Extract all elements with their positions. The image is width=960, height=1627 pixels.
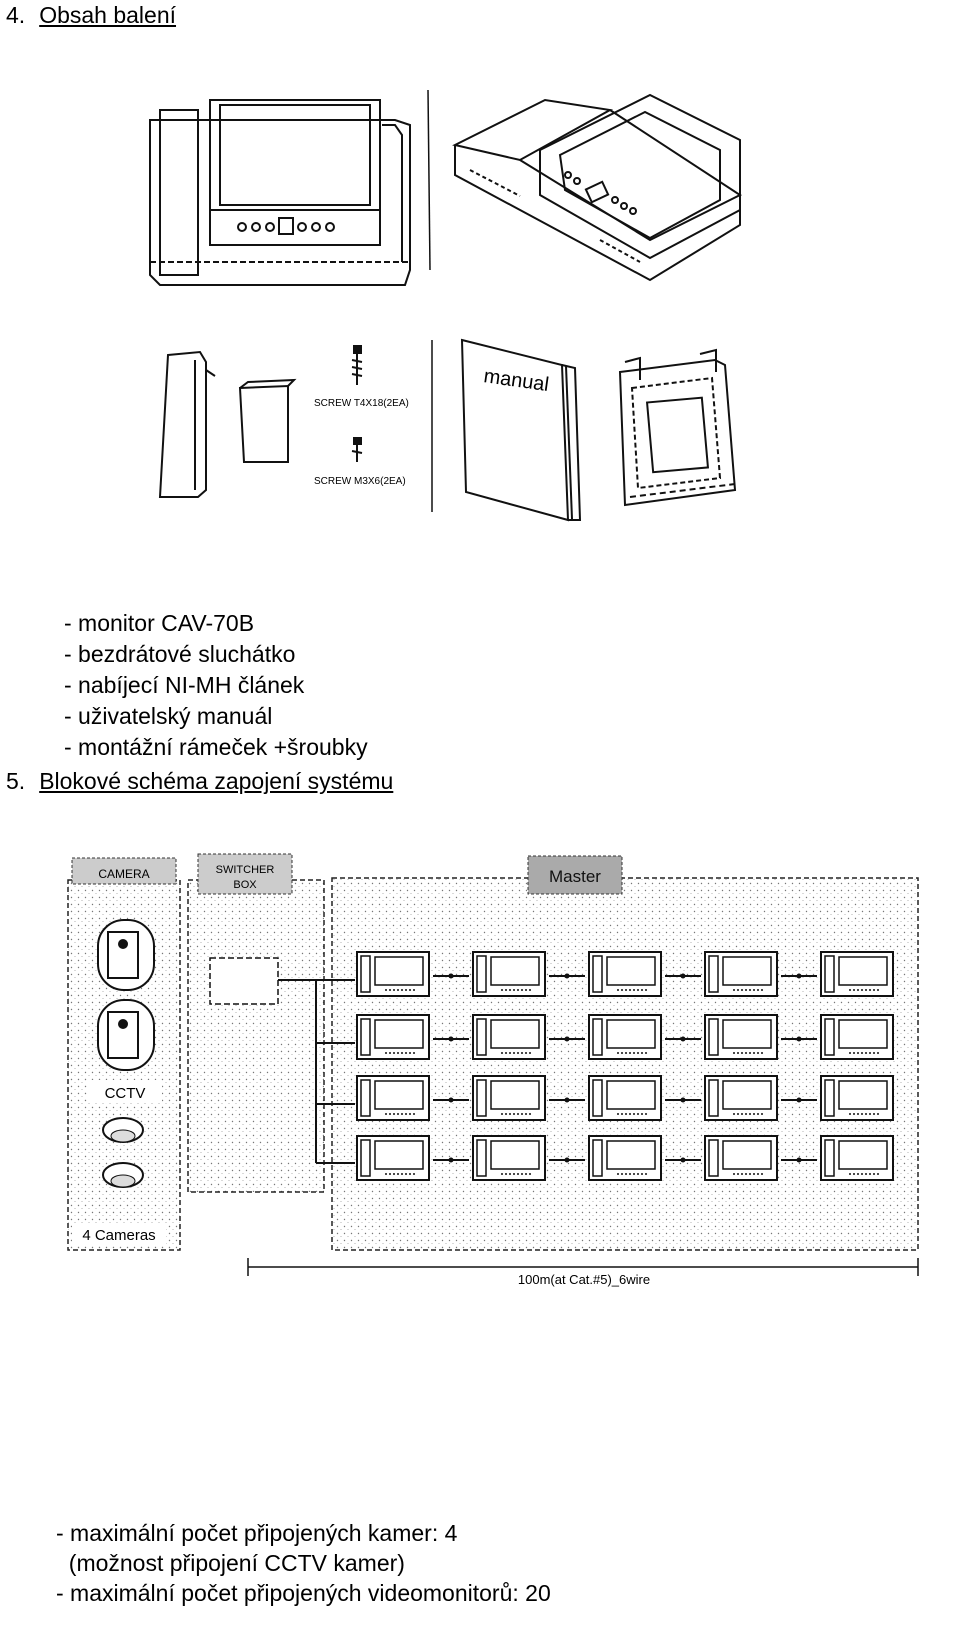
screw-t4x18-label: SCREW T4X18(2EA) <box>314 398 409 409</box>
connection-node <box>796 1157 802 1163</box>
user-manual-image <box>460 338 582 522</box>
system-block-diagram: CAMERA CCTV 4 Cameras SWITCHER BOX Maste… <box>67 853 919 1287</box>
section-5-title: Blokové schéma zapojení systému <box>39 768 394 794</box>
section-5-number: 5. <box>6 768 26 794</box>
video-monitor-icon <box>588 951 662 997</box>
system-notes: - maximální počet připojených kamer: 4 (… <box>56 1518 551 1608</box>
distance-scale <box>247 1258 919 1276</box>
monitor-front-view <box>149 89 431 286</box>
manual-cover-text: manual <box>482 365 550 396</box>
camera-label: CAMERA <box>98 867 149 881</box>
connection-node <box>564 1157 570 1163</box>
video-monitor-icon <box>472 1014 546 1060</box>
video-monitor-icon <box>588 1075 662 1121</box>
video-monitor-icon <box>820 951 894 997</box>
connection-node <box>796 1036 802 1042</box>
list-item: - nabíjecí NI-MH článek <box>64 672 305 698</box>
video-monitor-icon <box>588 1014 662 1060</box>
section-4-heading: 4. Obsah balení <box>6 2 176 29</box>
video-monitor-icon <box>704 1135 778 1181</box>
connection-node <box>448 1097 454 1103</box>
video-monitor-icon <box>356 1135 430 1181</box>
connection-node <box>796 1097 802 1103</box>
connection-node <box>680 1036 686 1042</box>
video-monitor-icon <box>356 1014 430 1060</box>
battery-image <box>238 378 297 463</box>
video-monitor-icon <box>704 951 778 997</box>
switcher-label-line2: BOX <box>233 879 257 891</box>
section-4-number: 4. <box>6 2 26 28</box>
cameras-count-label: 4 Cameras <box>82 1227 155 1244</box>
connection-node <box>680 1097 686 1103</box>
handset-image <box>158 350 216 498</box>
section-4-title: Obsah balení <box>39 2 177 28</box>
package-contents-list: - monitor CAV-70B - bezdrátové sluchátko… <box>64 608 368 763</box>
video-monitor-icon <box>704 1014 778 1060</box>
section-5-heading: 5. Blokové schéma zapojení systému <box>6 768 393 795</box>
video-monitor-icon <box>820 1014 894 1060</box>
list-item: - montážní rámeček +šroubky <box>64 734 368 760</box>
connection-node <box>448 1036 454 1042</box>
connection-node <box>448 1157 454 1163</box>
switcher-box-panel: SWITCHER BOX <box>187 853 325 1193</box>
note-item: - maximální počet připojených kamer: 4 <box>56 1520 458 1546</box>
connection-node <box>796 973 802 979</box>
video-monitor-icon <box>472 1075 546 1121</box>
connection-node <box>448 973 454 979</box>
connection-node <box>564 973 570 979</box>
wiring-lines <box>278 979 355 1164</box>
switcher-label-line1: SWITCHER <box>216 864 275 876</box>
list-item: - monitor CAV-70B <box>64 610 255 636</box>
video-monitor-icon <box>820 1135 894 1181</box>
screw-m3x6-image <box>351 437 363 462</box>
monitor-desk-view <box>452 93 743 282</box>
list-item: - uživatelský manuál <box>64 703 273 729</box>
connection-node <box>680 1157 686 1163</box>
list-item: - bezdrátové sluchátko <box>64 641 296 667</box>
monitor-grid <box>356 951 894 1181</box>
note-item: - maximální počet připojených videomonit… <box>56 1580 551 1606</box>
mounting-bracket-image <box>618 348 737 507</box>
connection-node <box>564 1036 570 1042</box>
connection-node <box>680 973 686 979</box>
master-panel: Master <box>331 855 919 1251</box>
video-monitor-icon <box>472 951 546 997</box>
screw-m3x6-label: SCREW M3X6(2EA) <box>314 476 406 487</box>
video-monitor-icon <box>588 1135 662 1181</box>
video-monitor-icon <box>356 1075 430 1121</box>
note-item: (možnost připojení CCTV kamer) <box>56 1550 405 1576</box>
video-monitor-icon <box>704 1075 778 1121</box>
video-monitor-icon <box>820 1075 894 1121</box>
distance-label: 100m(at Cat.#5)_6wire <box>518 1272 650 1287</box>
connection-node <box>564 1097 570 1103</box>
cctv-label: CCTV <box>105 1085 146 1102</box>
camera-panel: CAMERA CCTV 4 Cameras <box>67 857 181 1251</box>
screw-t4x18-image <box>351 345 363 385</box>
video-monitor-icon <box>356 951 430 997</box>
master-label: Master <box>549 867 601 886</box>
video-monitor-icon <box>472 1135 546 1181</box>
package-contents-illustration: SCREW T4X18(2EA) SCREW M3X6(2EA) manual <box>149 89 743 522</box>
